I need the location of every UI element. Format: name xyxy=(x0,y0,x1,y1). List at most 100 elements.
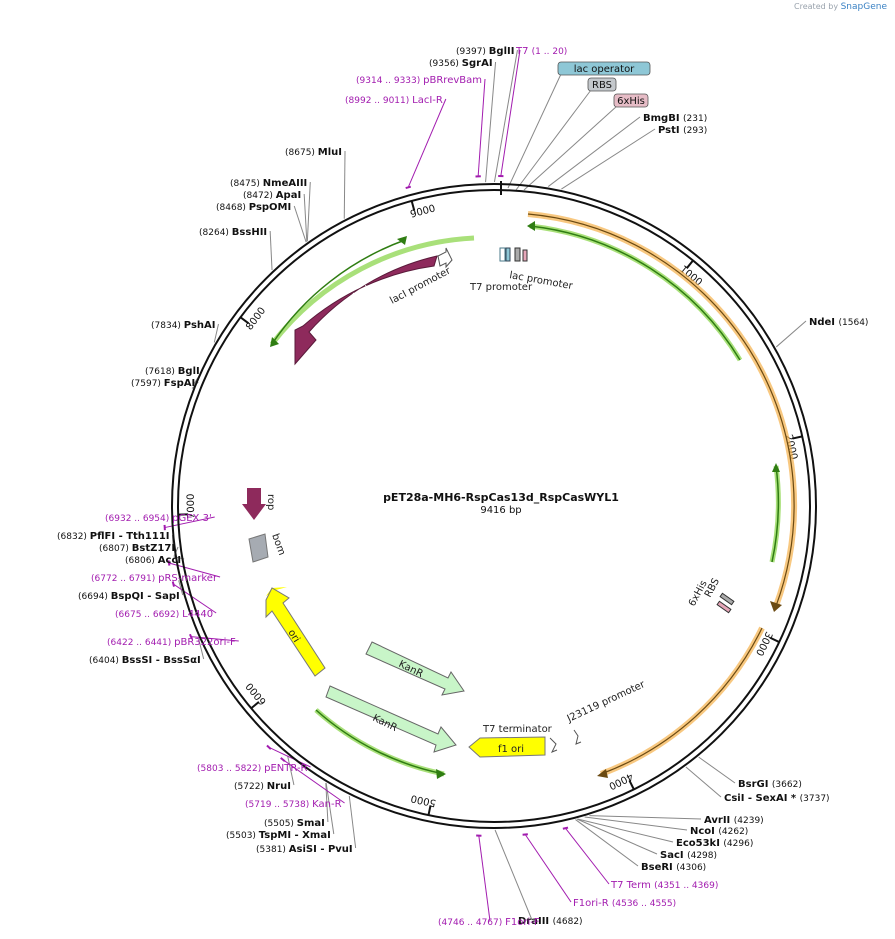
enzyme-site-bmgbi-name: BmgBI xyxy=(643,113,683,124)
green-arrow-right xyxy=(527,221,535,231)
cds-orange-arc-2-line xyxy=(600,627,763,775)
enzyme-site-eco53ki-number: (4296) xyxy=(723,839,753,849)
rbs-label: RBS xyxy=(703,577,722,600)
j23119-promoter-mark xyxy=(573,729,582,745)
enzyme-site-mlui-number: (8675) xyxy=(285,148,318,158)
enzyme-site-tspmi-xmai-line xyxy=(325,783,335,835)
enzyme-site-csii-sexai-line xyxy=(685,766,722,798)
brand-prefix: Created by xyxy=(794,2,839,11)
j23119-label: J23119 promoter xyxy=(565,679,648,725)
enzyme-site-smai-name: SmaI xyxy=(297,818,325,829)
enzyme-site-bsrgi-name: BsrGI xyxy=(738,779,772,790)
enzyme-site-psti-number: (293) xyxy=(683,126,707,136)
primer-pgex-3-number: (6932 .. 6954) xyxy=(105,514,172,524)
lac-operator-box xyxy=(505,247,511,262)
enzyme-site-pflfi-tth111i: (6832) PflFI - Tth111I xyxy=(57,531,170,542)
enzyme-site-avrii-number: (4239) xyxy=(734,816,764,826)
primer-kan-r-name: Kan-R xyxy=(312,799,341,810)
feature-box-6xhis xyxy=(613,93,649,108)
green-arc-right-line xyxy=(529,225,741,361)
enzyme-site-draiii: DraIII (4682) xyxy=(518,916,583,927)
enzyme-site-bglii-name: BglII xyxy=(489,46,515,57)
feature-box-lac-operator-line xyxy=(507,73,562,189)
enzyme-site-bsshii: (8264) BssHII xyxy=(199,227,267,238)
enzyme-site-pshai-name: PshAI xyxy=(184,320,216,331)
primer-pentr-r-number: (5803 .. 5822) xyxy=(197,764,264,774)
enzyme-site-apai-number: (8472) xyxy=(243,191,276,201)
primer-pbr322ori-f: (6422 .. 6441) pBR322ori-F xyxy=(107,637,236,648)
enzyme-site-pshai-number: (7834) xyxy=(151,321,184,331)
enzyme-site-bstz17i-name: BstZ17I xyxy=(132,543,175,554)
brand-name: SnapGene xyxy=(840,2,887,12)
laci-promoter-arrow xyxy=(437,247,453,269)
enzyme-site-fspai-name: FspAI xyxy=(164,378,195,389)
enzyme-site-bsshii-line xyxy=(269,230,273,271)
his6-small-box xyxy=(716,600,732,614)
feature-box-rbs-label: RBS xyxy=(592,80,612,91)
primer-pbr322ori-f-name: pBR322ori-F xyxy=(174,637,236,648)
enzyme-site-mlui-name: MluI xyxy=(318,147,342,158)
enzyme-site-bmgbi: BmgBI (231) xyxy=(643,113,707,124)
rop-feature xyxy=(242,488,266,520)
primer-f1ori-r-mark xyxy=(522,833,528,836)
cds-orange-arrow-2 xyxy=(597,769,608,778)
primer-pbrrevbam-name: pBRrevBam xyxy=(423,75,482,86)
primer-l4440: (6675 .. 6692) L4440 xyxy=(115,609,213,620)
tick-label-5000: 5000 xyxy=(410,792,437,808)
enzyme-site-bstz17i: (6807) BstZ17I xyxy=(99,543,175,554)
enzyme-site-ndei-name: NdeI xyxy=(809,317,839,328)
enzyme-site-bsrgi: BsrGI (3662) xyxy=(738,779,802,790)
primer-pgex-3-name: pGEX 3' xyxy=(172,513,212,524)
enzyme-site-tspmi-xmai-name: TspMI - XmaI xyxy=(259,830,331,841)
enzyme-site-ndei-number: (1564) xyxy=(839,318,869,328)
enzyme-site-asisi-pvui-number: (5381) xyxy=(256,845,289,855)
enzyme-site-bspqi-sapi-line xyxy=(178,580,184,596)
primer-l4440-name: L4440 xyxy=(182,609,213,620)
enzyme-site-smai-line xyxy=(325,782,329,823)
enzyme-site-pflfi-tth111i-number: (6832) xyxy=(57,532,90,542)
green-arrow-small xyxy=(772,463,780,472)
enzyme-site-ncoi-number: (4262) xyxy=(718,827,748,837)
enzyme-site-bspqi-sapi-number: (6694) xyxy=(78,592,111,602)
enzyme-site-sgrai-line xyxy=(485,61,497,183)
primer-t7-number: (1 .. 20) xyxy=(532,47,568,57)
enzyme-site-fspai: (7597) FspAI xyxy=(131,378,195,389)
enzyme-site-bseri: BseRI (4306) xyxy=(641,862,706,873)
enzyme-site-smai: (5505) SmaI xyxy=(264,818,325,829)
enzyme-site-apai: (8472) ApaI xyxy=(243,190,301,201)
enzyme-site-bsshii-name: BssHII xyxy=(232,227,267,238)
green-arrow-left-head-2 xyxy=(397,236,407,245)
enzyme-site-avrii-name: AvrII xyxy=(704,815,734,826)
enzyme-site-bsssi-bsss-i-line xyxy=(198,639,205,660)
feature-box-6xhis-line xyxy=(523,105,618,191)
enzyme-site-ncoi: NcoI (4262) xyxy=(690,826,748,837)
primer-pbrrevbam-number: (9314 .. 9333) xyxy=(356,76,423,86)
enzyme-site-bseri-line xyxy=(575,819,639,867)
enzyme-site-bglii-number: (9397) xyxy=(456,47,489,57)
enzyme-site-draiii-number: (4682) xyxy=(553,917,583,927)
kanr-feature-2 xyxy=(325,685,457,753)
green-arc-small-line xyxy=(771,465,780,563)
enzyme-site-pspomi-line xyxy=(293,205,307,243)
enzyme-site-pspomi: (8468) PspOMI xyxy=(216,202,291,213)
enzyme-site-eco53ki-line xyxy=(577,818,674,843)
tick-1000 xyxy=(685,259,694,269)
enzyme-site-bsshii-number: (8264) xyxy=(199,228,232,238)
cds-orange-arc-2 xyxy=(599,626,765,777)
enzyme-site-pspomi-number: (8468) xyxy=(216,203,249,213)
rbs-box xyxy=(514,247,521,262)
primer-f1ori-r-name: F1ori-R xyxy=(573,898,612,909)
enzyme-site-bglii: (9397) BglII xyxy=(456,46,514,57)
enzyme-site-bsssi-bsss-i-number: (6404) xyxy=(89,656,122,666)
cds-orange-arrow-1 xyxy=(770,601,782,612)
enzyme-site-csii-sexai-name: CsiI - SexAI * xyxy=(724,793,800,804)
green-arc-left-line xyxy=(271,239,406,345)
feature-box-lac-operator-label: lac operator xyxy=(574,64,635,75)
primer-t7-term-mark xyxy=(562,826,569,830)
primer-kan-r-number: (5719 .. 5738) xyxy=(245,800,312,810)
enzyme-site-bsssi-bsss-i-name: BssSI - BssSαI xyxy=(122,655,201,666)
primer-f1ori-f: (4746 .. 4767) F1ori-F xyxy=(438,917,540,928)
primer-f1ori-r-number: (4536 .. 4555) xyxy=(612,899,676,909)
